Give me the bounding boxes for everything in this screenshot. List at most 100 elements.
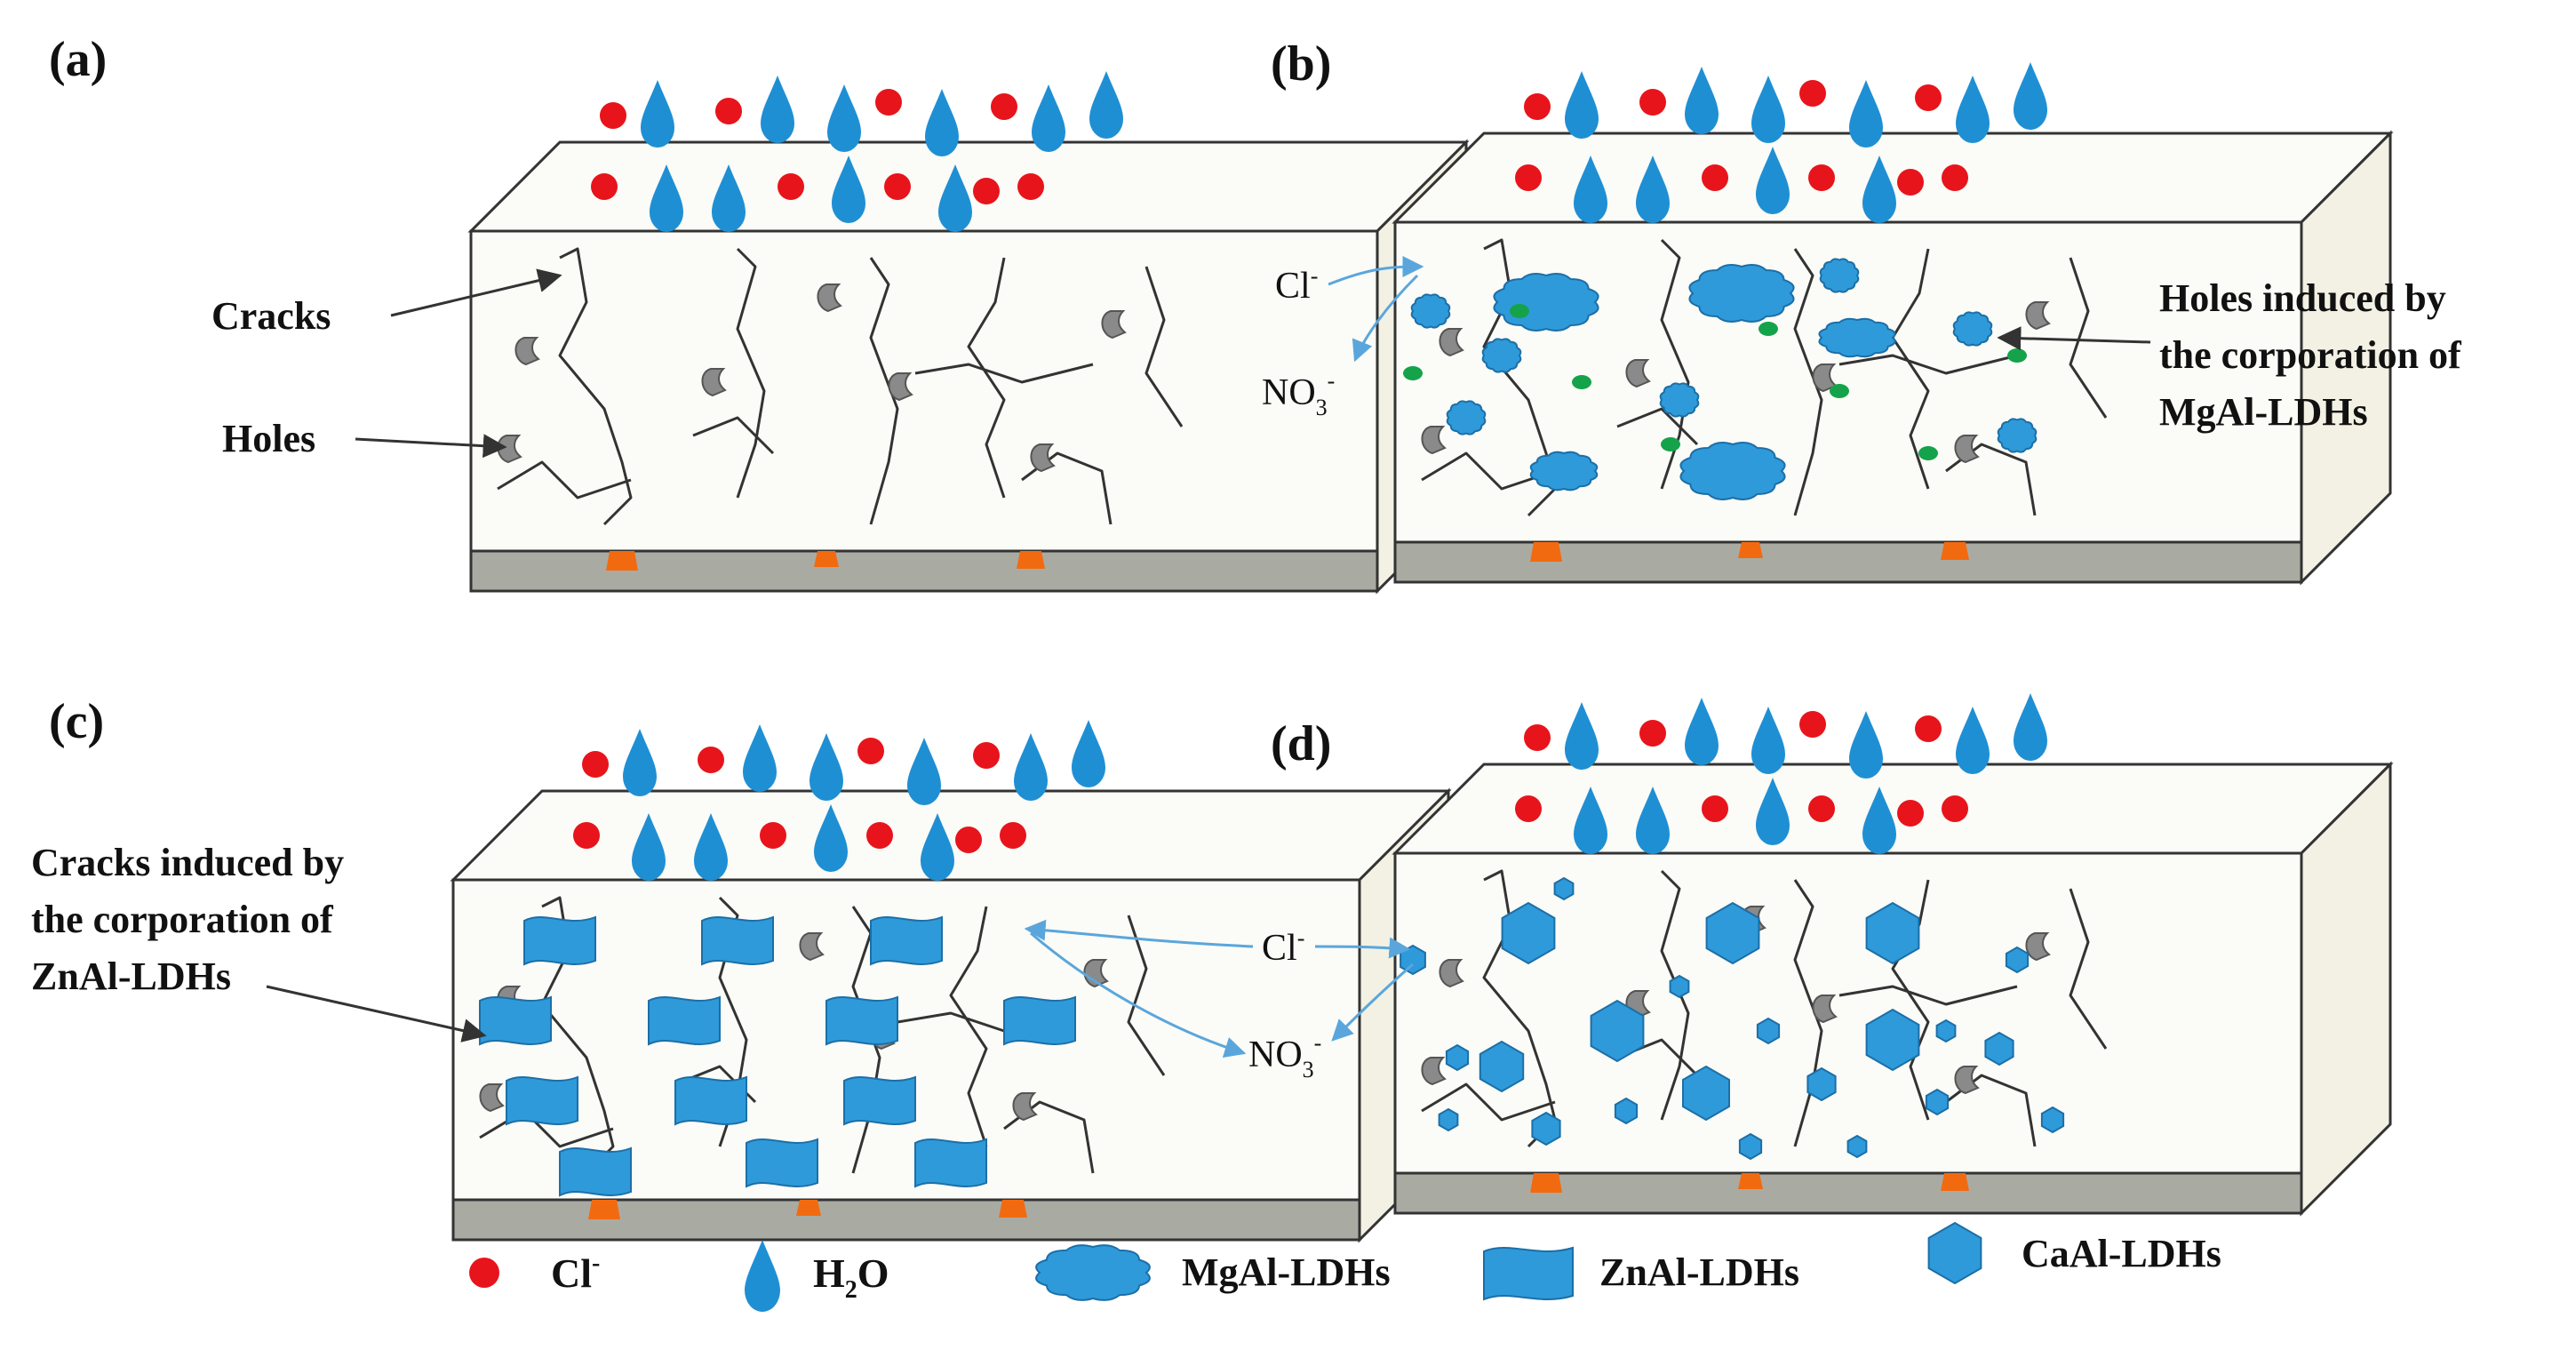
coating-crack xyxy=(692,416,775,455)
water-droplet-icon xyxy=(1685,67,1719,134)
mgal-ldh-cloud-icon xyxy=(1446,400,1487,435)
znal-ldh-flag-icon xyxy=(479,995,552,1046)
coating-crack xyxy=(1127,915,1166,1076)
corrosion-spot xyxy=(999,1200,1027,1218)
chloride-ion-icon xyxy=(1799,80,1826,107)
legend-h2o-label: H2O xyxy=(813,1250,889,1304)
mgal-ldh-cloud-icon xyxy=(1818,317,1896,358)
water-droplet-icon xyxy=(2014,693,2047,761)
water-droplet-icon xyxy=(1072,720,1105,787)
corrosion-spot xyxy=(1530,1173,1562,1193)
metal-substrate xyxy=(451,1198,1361,1242)
water-droplet-icon xyxy=(1574,787,1607,854)
caal-ldh-hexagon-icon xyxy=(1614,1097,1639,1125)
induced-hole-green xyxy=(1918,446,1938,460)
water-droplet-icon xyxy=(1849,80,1883,148)
cracks-label: Cracks xyxy=(211,294,331,338)
chloride-ion-icon xyxy=(698,747,724,773)
water-droplet-icon xyxy=(1032,84,1065,152)
panel-d xyxy=(1392,693,2394,1217)
chloride-ion-icon xyxy=(866,822,893,849)
water-droplet-icon xyxy=(650,164,683,232)
chloride-ion-icon xyxy=(1524,93,1551,120)
coating-hole xyxy=(1012,1092,1038,1122)
cl-exchange-arrow-c xyxy=(1024,919,1254,948)
mgal-ldh-cloud-icon xyxy=(1679,442,1786,500)
coating-hole xyxy=(1421,426,1447,455)
chloride-ion-icon xyxy=(1000,822,1026,849)
coating-crack xyxy=(1838,354,2018,375)
chloride-ion-icon xyxy=(760,822,786,849)
panel-label-a: (a) xyxy=(49,32,107,87)
caal-ldh-hexagon-icon xyxy=(2005,946,2030,974)
water-droplet-icon xyxy=(632,813,666,881)
caal-ldh-hexagon-icon xyxy=(1531,1111,1561,1146)
water-droplet-icon xyxy=(743,724,777,792)
znal-ldh-flag-icon xyxy=(870,915,943,966)
coating-crack xyxy=(479,1109,614,1148)
coating-crack xyxy=(2069,888,2108,1050)
holes-induced-arrow xyxy=(1997,326,2151,351)
caal-ldh-hexagon-icon xyxy=(1756,1017,1781,1045)
chloride-ion-icon xyxy=(1915,84,1942,111)
water-droplet-icon xyxy=(925,89,959,156)
coating-crack xyxy=(540,896,615,1175)
znal-ldh-flag-icon xyxy=(506,1075,578,1126)
water-droplet-icon xyxy=(1751,707,1785,774)
cracks-arrow xyxy=(390,268,562,317)
corrosion-spot xyxy=(1941,1173,1969,1191)
corrosion-spot xyxy=(814,551,839,567)
coating-front-face xyxy=(1393,851,2303,1175)
water-droplet-icon xyxy=(761,76,794,143)
coating-hole xyxy=(1083,959,1109,988)
coating-hole xyxy=(888,372,913,402)
coating-crack xyxy=(1482,869,1557,1148)
water-droplet-icon xyxy=(827,84,861,152)
mgal-ldh-cloud-icon xyxy=(1997,418,2038,453)
legend-caal-label: CaAl-LDHs xyxy=(2022,1232,2221,1275)
coating-front-face xyxy=(469,229,1379,553)
coating-crack xyxy=(1891,248,1930,490)
cl-ion-label-cd: Cl- xyxy=(1262,925,1304,969)
corrosion-spot xyxy=(588,1200,620,1219)
mgal-ldh-cloud-icon xyxy=(1529,451,1599,491)
metal-substrate xyxy=(469,549,1379,593)
cracks-induced-line-1: Cracks induced by xyxy=(31,841,344,884)
znal-ldh-flag-icon xyxy=(648,995,721,1046)
coating-crack xyxy=(558,247,633,526)
corrosion-spot xyxy=(1017,551,1045,569)
coating-hole xyxy=(817,284,842,313)
znal-ldh-flag-icon xyxy=(1003,995,1076,1046)
legend-znal-label: ZnAl-LDHs xyxy=(1599,1250,1799,1294)
coating-hole xyxy=(2025,932,2051,962)
panel-label-d: (d) xyxy=(1271,716,1331,771)
cracks-induced-arrow xyxy=(266,985,487,1042)
cl-exchange-arrow-d xyxy=(1314,937,1411,959)
holes-induced-line-2: the corporation of xyxy=(2159,333,2462,377)
holes-induced-line-1: Holes induced by xyxy=(2159,276,2446,320)
coating-crack xyxy=(1838,985,2018,1006)
cl-exchange-arrow-b xyxy=(1328,256,1424,286)
coating-hole xyxy=(1439,328,1464,357)
coating-hole xyxy=(479,1083,505,1113)
water-droplet-icon xyxy=(1756,778,1790,845)
water-droplet-icon xyxy=(832,156,865,223)
corrosion-spot xyxy=(1530,542,1562,562)
water-droplet-icon xyxy=(1636,156,1670,223)
no3-ion-label-b: NO3- xyxy=(1262,368,1335,420)
corrosion-spot xyxy=(1738,1173,1763,1189)
cracks-induced-line-3: ZnAl-LDHs xyxy=(31,955,231,998)
water-droplet-icon xyxy=(814,804,848,872)
induced-hole-green xyxy=(1661,437,1680,451)
caal-ldh-hexagon-icon xyxy=(1927,1221,1982,1285)
chloride-ion-icon xyxy=(973,742,1000,769)
znal-ldh-flag-icon xyxy=(825,995,898,1046)
znal-ldh-flag-icon xyxy=(1483,1246,1574,1301)
chloride-ion-icon xyxy=(778,173,804,200)
chloride-ion-icon xyxy=(715,98,742,124)
water-droplet-icon xyxy=(1956,707,1990,774)
znal-ldh-flag-icon xyxy=(746,1138,818,1188)
chloride-ion-icon xyxy=(1639,89,1666,116)
mgal-ldh-cloud-icon xyxy=(1410,293,1451,329)
coating-crack xyxy=(736,247,766,499)
